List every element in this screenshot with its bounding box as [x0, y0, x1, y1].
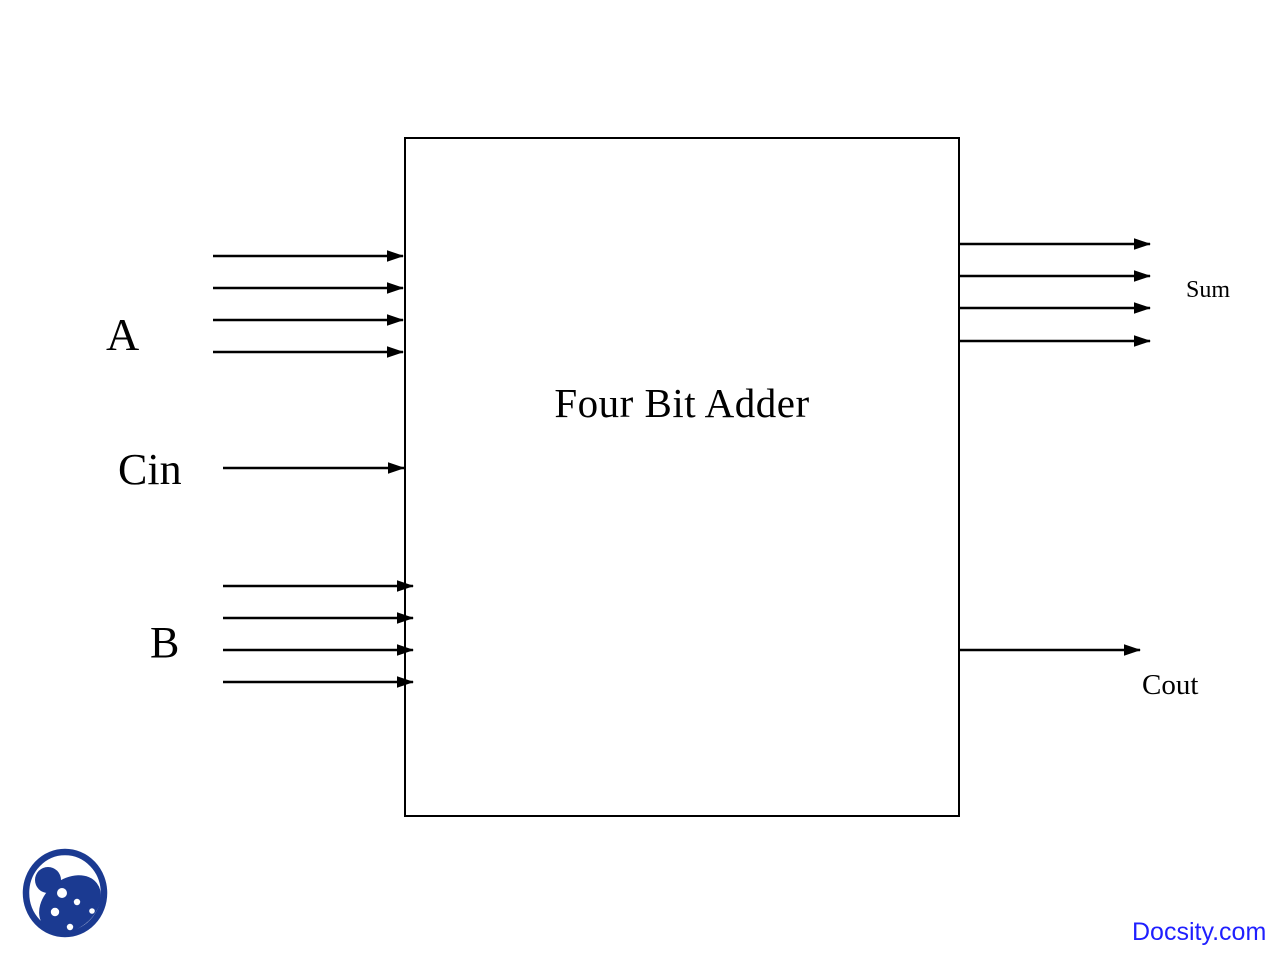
output-label-cout: Cout	[1142, 669, 1199, 701]
input-label-b: B	[150, 618, 180, 667]
docsity-link[interactable]: Docsity.com	[1132, 918, 1267, 946]
docsity-logo-icon	[22, 848, 108, 938]
four-bit-adder-block: Four Bit Adder	[404, 137, 960, 817]
input-label-cin: Cin	[118, 445, 182, 494]
input-label-a: A	[106, 309, 140, 360]
output-label-sum: Sum	[1186, 277, 1231, 303]
block-title: Four Bit Adder	[554, 380, 810, 426]
